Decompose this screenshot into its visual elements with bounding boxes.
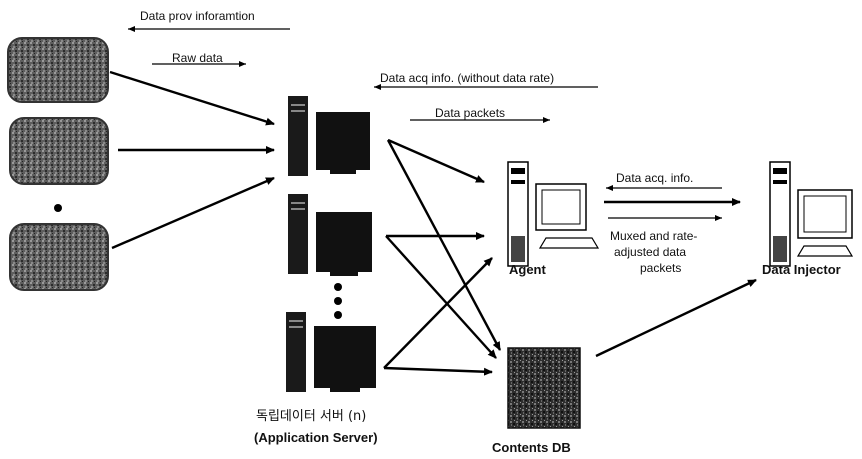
legend-data-acq-info-without-rate: Data acq info. (without data rate): [374, 71, 598, 90]
data-acq-info-label: Data acq. info.: [616, 171, 693, 185]
server2-to-db-arrow: [385, 235, 497, 359]
data-packets-label: Data packets: [435, 106, 505, 120]
server-ellipsis: [334, 283, 342, 319]
data-source-2: [9, 117, 109, 185]
legend-raw-data: Raw data: [152, 51, 246, 67]
application-server-2: [288, 194, 372, 276]
muxed-label-line2: adjusted data: [614, 245, 686, 259]
application-server-n: [286, 312, 376, 392]
monitor: [316, 112, 370, 170]
data-injector-label: Data Injector: [762, 262, 841, 277]
monitor: [314, 326, 376, 388]
muxed-label-line3: packets: [640, 261, 681, 275]
injector-monitor: [797, 189, 853, 239]
database-block: [507, 347, 581, 429]
monitor: [316, 212, 372, 272]
application-server-korean-label: 독립데이터 서버 (n): [256, 409, 366, 424]
legend-data-prov-information: Data prov inforamtion: [128, 9, 290, 32]
server-tower: [286, 312, 306, 392]
server-tower: [288, 96, 308, 176]
db-to-injector-arrow: [595, 278, 757, 358]
application-server-1: [288, 96, 370, 176]
data-acq-info-without-rate-label: Data acq info. (without data rate): [380, 71, 554, 85]
server-tower: [288, 194, 308, 274]
data-source-1: [7, 37, 109, 103]
injector-tower: [769, 161, 791, 267]
injector-keyboard: [796, 245, 854, 257]
servern-to-agent-arrow: [383, 257, 493, 369]
server1-to-agent-arrow: [387, 138, 485, 184]
raw-data-label: Raw data: [172, 51, 223, 65]
servern-to-db-arrow: [383, 366, 493, 376]
data-injector-node: Data Injector: [762, 161, 854, 277]
agent-tower: [507, 161, 529, 267]
data-prov-information-label: Data prov inforamtion: [140, 9, 255, 23]
agent-monitor: [535, 183, 587, 231]
agent-injector-exchange: Data acq. info. Muxed and rate- adjusted…: [604, 171, 741, 275]
muxed-label-line1: Muxed and rate-: [610, 229, 697, 243]
application-server-label: (Application Server): [254, 430, 378, 445]
data-source-n: [9, 223, 109, 291]
contents-db-label: Contents DB: [492, 440, 571, 455]
contents-db-node: Contents DB: [492, 347, 581, 455]
agent-node: Agent: [507, 161, 600, 277]
legend-data-packets: Data packets: [410, 106, 550, 123]
server1-to-db-arrow: [386, 139, 502, 351]
agent-label: Agent: [509, 262, 547, 277]
agent-keyboard: [538, 237, 600, 249]
sourcen-to-server-arrow: [111, 176, 275, 250]
ellipsis-dot: [54, 204, 62, 212]
source1-to-server-arrow: [109, 70, 275, 126]
